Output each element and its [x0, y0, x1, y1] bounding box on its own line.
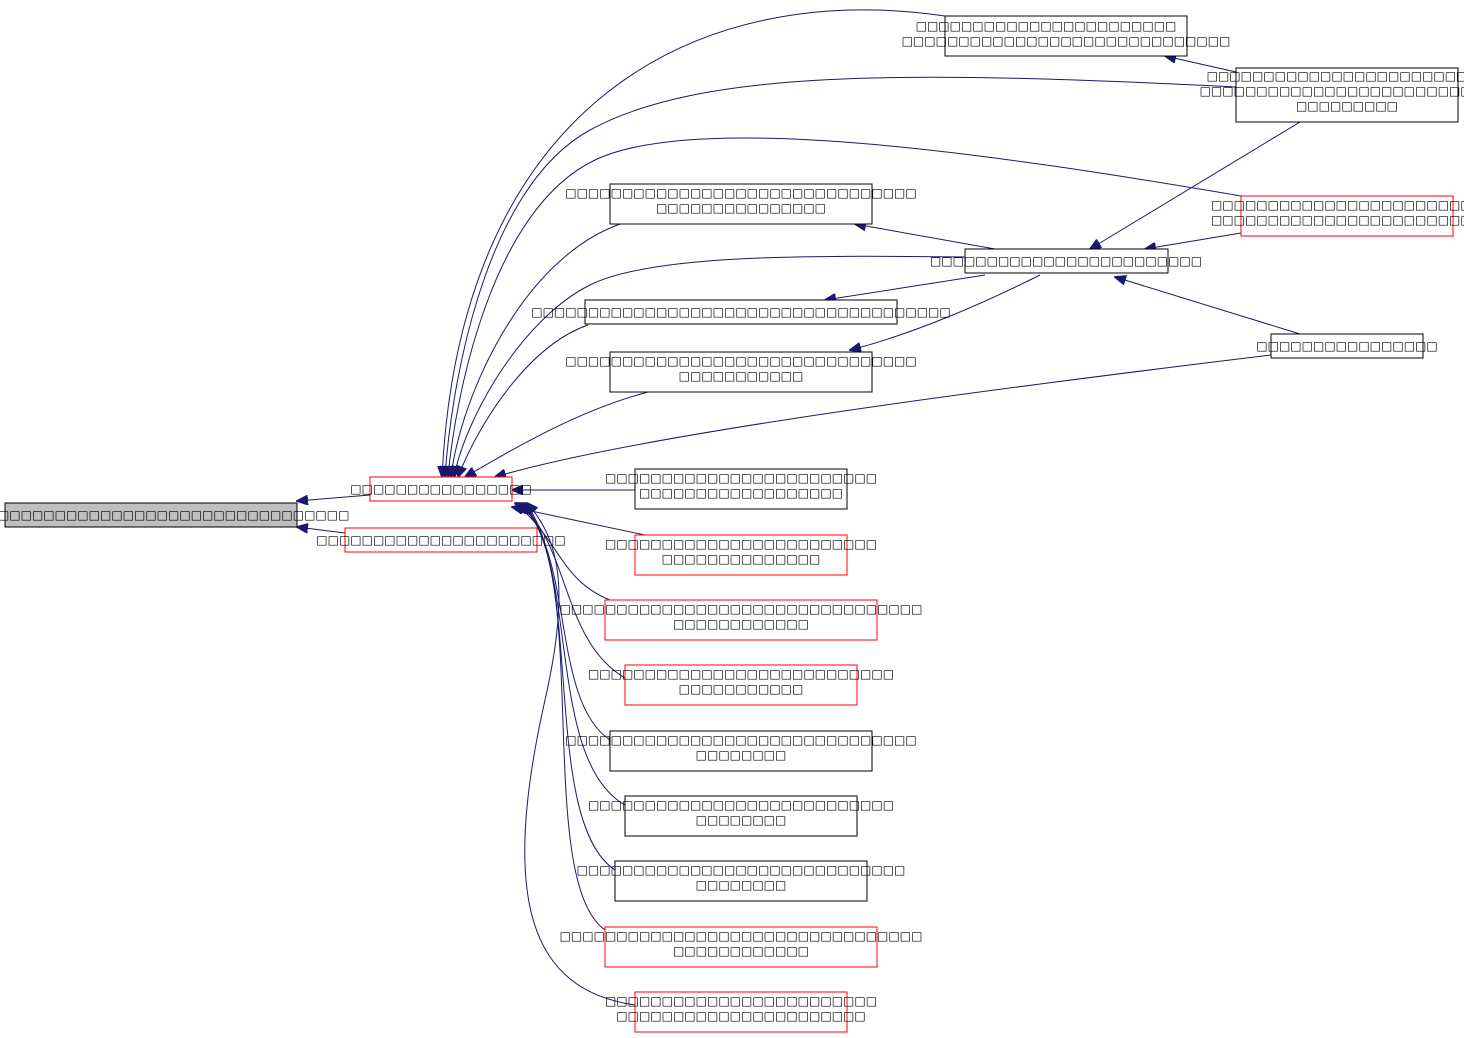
edge	[454, 255, 966, 477]
svg-text:□□□□□□□□□□□□□□□□□□□□□□□□□□□□□□: □□□□□□□□□□□□□□□□□□□□□□□□□□□□□□□	[565, 354, 916, 368]
edge	[297, 494, 371, 501]
svg-text:□□□□□□□□□□□□□□□□: □□□□□□□□□□□□□□□□	[350, 482, 531, 496]
node-caller[interactable]: □□□□□□□□□□□□□□□□□□□□□□□□	[930, 248, 1202, 274]
svg-text:□□□□□□□□□□□□□□□□□□□□□□□□□□□□□□: □□□□□□□□□□□□□□□□□□□□□□□□□□□□□□□	[565, 733, 916, 747]
node-caller[interactable]: □□□□□□□□□□□□□□□□□□□□□□□□□□□□□□□□□□□□□□□□…	[902, 15, 1231, 57]
node-caller[interactable]: □□□□□□□□□□□□□□□□□□□□□□□□□□□□□□□□□□□□□	[531, 299, 951, 325]
svg-text:□□□□□□□□□□□□□□□□□□□□□□□□: □□□□□□□□□□□□□□□□□□□□□□□□	[605, 537, 877, 551]
node-caller[interactable]: □□□□□□□□□□□□□□□□	[350, 476, 532, 502]
svg-text:□□□□□□□□□□□□: □□□□□□□□□□□□	[673, 944, 809, 958]
node-caller[interactable]: □□□□□□□□□□□□□□□□□□□□□□□□□□□□□□□□□□□□□□□□…	[560, 599, 923, 641]
node-caller[interactable]: □□□□□□□□□□□□□□□□	[1256, 333, 1438, 359]
node-caller[interactable]: □□□□□□□□□□□□□□□□□□□□□□□□□□□□□□□□□□□□□□	[605, 534, 877, 576]
svg-text:□□□□□□□□: □□□□□□□□	[696, 748, 787, 762]
svg-text:□□□□□□□□□□□□□□□□□□□□□□□□□□□□□□: □□□□□□□□□□□□□□□□□□□□□□□□□□□□□□□□	[560, 602, 923, 616]
svg-text:□□□□□□□□□□□□□□□□□□□□□□□□□□□□□: □□□□□□□□□□□□□□□□□□□□□□□□□□□□□	[902, 34, 1231, 48]
svg-text:□□□□□□□□□□□□□□□□□□□□□□□□: □□□□□□□□□□□□□□□□□□□□□□□□	[1211, 213, 1464, 227]
svg-text:□□□□□□□□□□□□□□□□□□□□□□□: □□□□□□□□□□□□□□□□□□□□□□□	[1207, 69, 1464, 83]
svg-text:□□□□□□□□: □□□□□□□□	[696, 878, 787, 892]
svg-text:□□□□□□□□□□□□□□□□□□□□□□□□□□□□□□: □□□□□□□□□□□□□□□□□□□□□□□□□□□□□□□□□□□□□	[531, 305, 951, 319]
svg-text:□□□□□□□□□□□□□□□□□□□□□□: □□□□□□□□□□□□□□□□□□□□□□	[616, 1009, 865, 1023]
edge	[523, 503, 616, 871]
edge	[1145, 232, 1242, 249]
svg-text:□□□□□□□□□□□□□□□□□□□□□□□□: □□□□□□□□□□□□□□□□□□□□□□□□	[930, 254, 1202, 268]
edge	[525, 503, 606, 931]
node-caller[interactable]: □□□□□□□□□□□□□□□□□□□□□□□□□□□□□□□□□□□□□□□□…	[605, 468, 877, 510]
edge	[855, 224, 996, 250]
node-caller[interactable]: □□□□□□□□□□□□□□□□□□□□□□□□□□□□□□□□□□□□□□	[588, 664, 894, 706]
edge	[451, 223, 621, 477]
svg-text:□□□□□□□□□□□□□□□□□□□□□□□□□□□□□□: □□□□□□□□□□□□□□□□□□□□□□□□□□□□□□□□□□□	[0, 508, 349, 522]
svg-text:□□□□□□□□□□□: □□□□□□□□□□□	[679, 369, 804, 383]
svg-text:□□□□□□□□□□□□□□□□□□□□□□□□□□□□□□: □□□□□□□□□□□□□□□□□□□□□□□□□□□□□□□	[565, 186, 916, 200]
edge	[445, 76, 1237, 477]
svg-text:□□□□□□□□□: □□□□□□□□□	[1296, 99, 1398, 113]
node-caller[interactable]: □□□□□□□□□□□□□□□□□□□□□□□□□□□□□□□□□□□□□□□□…	[560, 926, 923, 968]
node-caller[interactable]: □□□□□□□□□□□□□□□□□□□□□□□□□□□□□□□□□□□□□□□	[565, 730, 917, 772]
node-root-function[interactable]: □□□□□□□□□□□□□□□□□□□□□□□□□□□□□□□□□□□	[0, 502, 349, 528]
svg-text:□□□□□□□□□□□□□□□□□□□□□□: □□□□□□□□□□□□□□□□□□□□□□	[316, 533, 565, 547]
edge	[850, 274, 1041, 350]
svg-text:□□□□□□□□□□□□□□□□□□□□□□□□□□□: □□□□□□□□□□□□□□□□□□□□□□□□□□□	[588, 667, 894, 681]
svg-text:□□□□□□□□□□□□□□□□□□□□□□□□: □□□□□□□□□□□□□□□□□□□□□□□□	[605, 994, 877, 1008]
node-caller[interactable]: □□□□□□□□□□□□□□□□□□□□□□□□□□□□□□□□□□□□□	[577, 860, 906, 902]
edge	[515, 503, 611, 601]
edge	[465, 391, 649, 477]
edge	[1090, 121, 1301, 249]
node-caller[interactable]: □□□□□□□□□□□□□□□□□□□□□□□□□□□□□□□□□□□□□□□□…	[565, 183, 917, 225]
svg-text:□□□□□□□□□□□□□□□□□□□□□□□□□□□□□: □□□□□□□□□□□□□□□□□□□□□□□□□□□□□	[577, 863, 906, 877]
edge	[1115, 277, 1301, 335]
node-caller[interactable]: □□□□□□□□□□□□□□□□□□□□□□□□□□□□□□□□□□□□□□□□…	[1211, 195, 1464, 237]
node-caller[interactable]: □□□□□□□□□□□□□□□□□□□□□□□□□□□□□□□□□□□□□□□□…	[605, 991, 877, 1033]
svg-text:□□□□□□□□□□□□□□□□: □□□□□□□□□□□□□□□□	[1256, 339, 1437, 353]
edge	[458, 324, 589, 477]
svg-text:□□□□□□□□□□□□□□□□□□□□□□□□□□□□□□: □□□□□□□□□□□□□□□□□□□□□□□□□□□□□□□□	[560, 929, 923, 943]
edge	[448, 137, 1242, 477]
edges	[297, 9, 1301, 1006]
edge	[524, 503, 636, 1006]
svg-text:□□□□□□□□□□□□□□: □□□□□□□□□□□□□□	[662, 552, 821, 566]
svg-text:□□□□□□□□□□□□□□□□□□: □□□□□□□□□□□□□□□□□□	[639, 486, 843, 500]
svg-text:□□□□□□□□□□□: □□□□□□□□□□□	[679, 682, 804, 696]
edge	[1165, 56, 1237, 73]
node-caller[interactable]: □□□□□□□□□□□□□□□□□□□□□□	[316, 527, 566, 553]
svg-text:□□□□□□□□□□□□□□□□□□□□□□□□□□: □□□□□□□□□□□□□□□□□□□□□□□□□□	[1200, 84, 1464, 98]
edge	[825, 274, 986, 300]
edge	[442, 9, 946, 477]
svg-text:□□□□□□□□: □□□□□□□□	[696, 813, 787, 827]
svg-text:□□□□□□□□□□□□□□□□□□□□□□□□: □□□□□□□□□□□□□□□□□□□□□□□□	[605, 471, 877, 485]
edge	[495, 354, 1272, 477]
svg-text:□□□□□□□□□□□□□□□□□□□□□□□□□□□: □□□□□□□□□□□□□□□□□□□□□□□□□□□	[588, 798, 894, 812]
edge	[297, 527, 346, 534]
svg-text:□□□□□□□□□□□□□□□: □□□□□□□□□□□□□□□	[656, 201, 826, 215]
node-caller[interactable]: □□□□□□□□□□□□□□□□□□□□□□□□□□□□□□□□□□□□□□□□…	[1200, 67, 1464, 123]
svg-text:□□□□□□□□□□□□: □□□□□□□□□□□□	[673, 617, 809, 631]
node-caller[interactable]: □□□□□□□□□□□□□□□□□□□□□□□□□□□□□□□□□□□□□□□□…	[565, 351, 917, 393]
svg-text:□□□□□□□□□□□□□□□□□□□□□□□: □□□□□□□□□□□□□□□□□□□□□□□	[916, 19, 1177, 33]
node-caller[interactable]: □□□□□□□□□□□□□□□□□□□□□□□□□□□□□□□□□□□	[588, 795, 894, 837]
svg-text:□□□□□□□□□□□□□□□□□□□□□□□□: □□□□□□□□□□□□□□□□□□□□□□□□	[1211, 198, 1464, 212]
